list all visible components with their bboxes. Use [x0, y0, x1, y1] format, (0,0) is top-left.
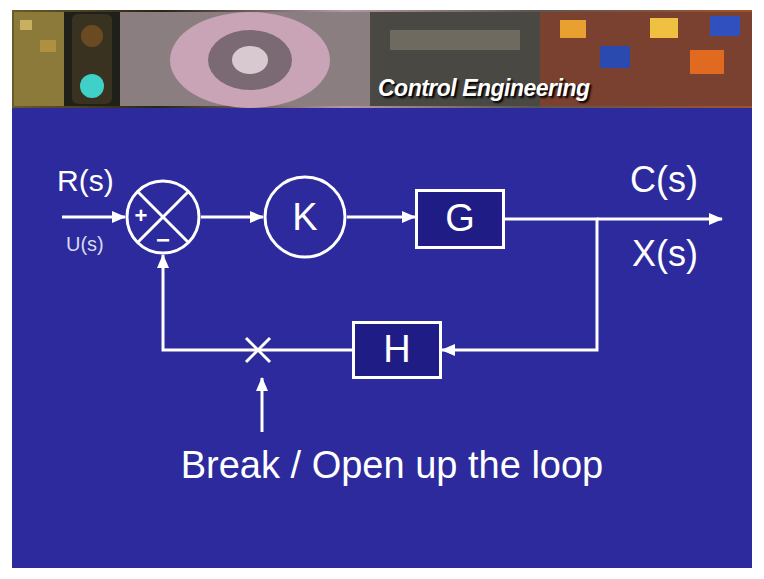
- block-box: G: [415, 189, 505, 249]
- banner-title: Control Engineering: [378, 76, 590, 101]
- block-name: H: [383, 329, 410, 371]
- sign-symbol: −: [152, 228, 174, 252]
- signal-name: U(s): [66, 233, 104, 255]
- block-name: K: [263, 175, 347, 259]
- signal-connector: [347, 216, 415, 219]
- sign-symbol: +: [130, 203, 152, 229]
- annotation: Break / Open up the loop: [10, 445, 764, 487]
- block-box: H: [352, 321, 442, 379]
- break-mark: [246, 338, 270, 432]
- gain-circle: K: [263, 175, 347, 259]
- signal-name: R(s): [57, 164, 114, 197]
- block-name: G: [445, 198, 475, 240]
- banner-photo: [12, 10, 752, 108]
- signal-connector: [163, 255, 352, 350]
- signal-name: X(s): [632, 234, 698, 274]
- signal-connector: [201, 216, 263, 219]
- summing-junction: +−: [125, 179, 201, 255]
- signal-name: C(s): [630, 160, 698, 200]
